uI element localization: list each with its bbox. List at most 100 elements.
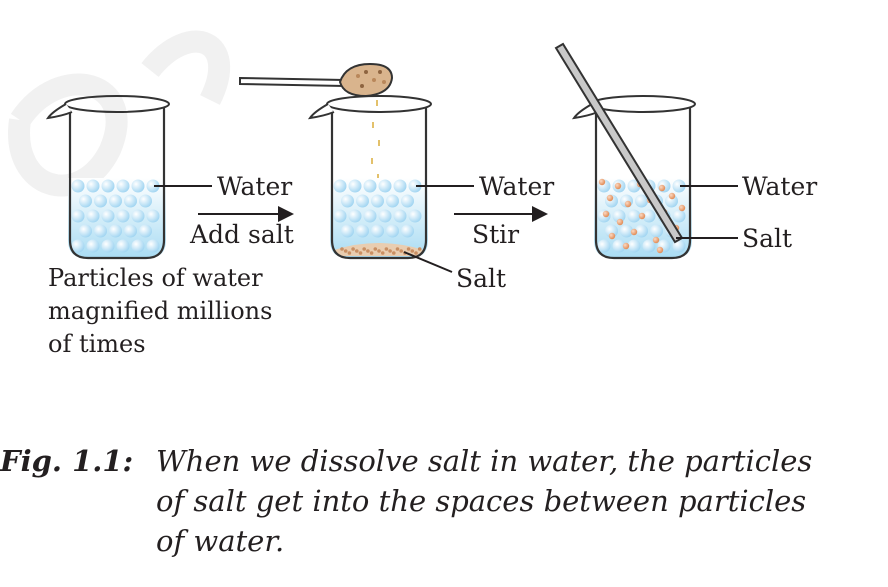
salt-particle (624, 200, 632, 208)
label-salt-2: Salt (456, 264, 507, 293)
salt-particle (399, 249, 404, 253)
watermark (8, 30, 231, 197)
water-particle (672, 179, 686, 193)
water-particle (386, 194, 399, 208)
particle-note-line-2: magnified millions (48, 297, 273, 325)
salt-particle (622, 242, 630, 250)
salt-particle (608, 232, 616, 240)
salt-particle (380, 251, 385, 255)
salt-particle (347, 251, 352, 255)
salt-particle (658, 184, 666, 192)
water-particle (650, 224, 663, 238)
water-particle (363, 209, 377, 223)
water-particle (597, 239, 611, 253)
salt-particle (366, 249, 370, 253)
label-water-3: Water (742, 172, 818, 201)
water-particle (101, 179, 115, 193)
water-particle (146, 239, 160, 253)
water-particle (86, 179, 100, 193)
label-stir: Stir (472, 220, 520, 249)
particle-note-line-1: Particles of water (48, 264, 263, 292)
label-add-salt: Add salt (190, 220, 294, 249)
salt-particle (362, 247, 367, 251)
water-particle (635, 224, 648, 238)
salt-particle (340, 247, 344, 251)
salt-particle (406, 247, 411, 251)
water-particle (86, 209, 100, 223)
salt-particle (358, 251, 363, 255)
salt-particle (355, 249, 359, 253)
water-particle (116, 179, 130, 193)
label-salt-3: Salt (742, 224, 793, 253)
water-particle (79, 224, 92, 238)
water-particle (605, 224, 618, 238)
water-particle (612, 209, 626, 223)
salt-leader-2 (403, 251, 453, 273)
water-particle (94, 224, 107, 238)
water-particle (146, 179, 160, 193)
salt-particle (638, 212, 646, 220)
salt-particle (377, 249, 381, 253)
water-particle (356, 194, 369, 208)
particle-note-line-3: of times (48, 330, 146, 358)
salt-particle (606, 194, 614, 202)
salt-particle (388, 249, 392, 253)
caption-line-1: When we dissolve salt in water, the part… (156, 444, 813, 478)
water-particle (371, 194, 384, 208)
water-particle (401, 224, 414, 238)
salt-particle (598, 178, 606, 186)
water-particle (94, 194, 107, 208)
water-particle (363, 179, 377, 193)
water-particle (131, 209, 145, 223)
water-particle (101, 239, 115, 253)
salt-particle (373, 247, 378, 251)
water-particle (620, 224, 633, 238)
add-salt-arrow (198, 206, 294, 222)
water-particle (408, 179, 422, 193)
caption-line-3: of water. (156, 524, 285, 558)
figure-label: Fig. 1.1: (0, 444, 134, 478)
water-particle (333, 209, 347, 223)
water-particle (401, 194, 414, 208)
salt-particle (417, 247, 422, 251)
water-particle (333, 179, 347, 193)
water-particle (116, 239, 130, 253)
water-particle (139, 224, 152, 238)
salt-particle (630, 228, 638, 236)
water-particle (71, 179, 85, 193)
water-particle (109, 224, 122, 238)
water-particle (393, 179, 407, 193)
water-particle (341, 224, 354, 238)
water-particle (131, 239, 145, 253)
water-particle (393, 209, 407, 223)
water-particle (672, 209, 686, 223)
water-particle (139, 194, 152, 208)
water-particle (101, 209, 115, 223)
water-particle (79, 194, 92, 208)
water-particle (378, 209, 392, 223)
caption-line-2: of salt get into the spaces between part… (156, 484, 807, 518)
water-particle (71, 239, 85, 253)
label-water-2: Water (479, 172, 555, 201)
salt-particle (384, 247, 389, 251)
water-particle (348, 209, 362, 223)
water-particle (627, 209, 641, 223)
spoon-icon (239, 62, 394, 98)
beaker-water-salt (307, 95, 432, 260)
water-particle (642, 239, 656, 253)
water-particle (124, 194, 137, 208)
water-particle (348, 179, 362, 193)
salt-particle (414, 251, 418, 255)
salt-particle (369, 251, 374, 255)
salt-particle (343, 249, 348, 253)
water-particle (408, 209, 422, 223)
salt-particle (678, 204, 686, 212)
water-particle (71, 209, 85, 223)
salt-particle (351, 247, 355, 251)
salt-particle (616, 218, 624, 226)
water-particle (109, 194, 122, 208)
water-particle (116, 209, 130, 223)
salt-particle (656, 246, 664, 254)
